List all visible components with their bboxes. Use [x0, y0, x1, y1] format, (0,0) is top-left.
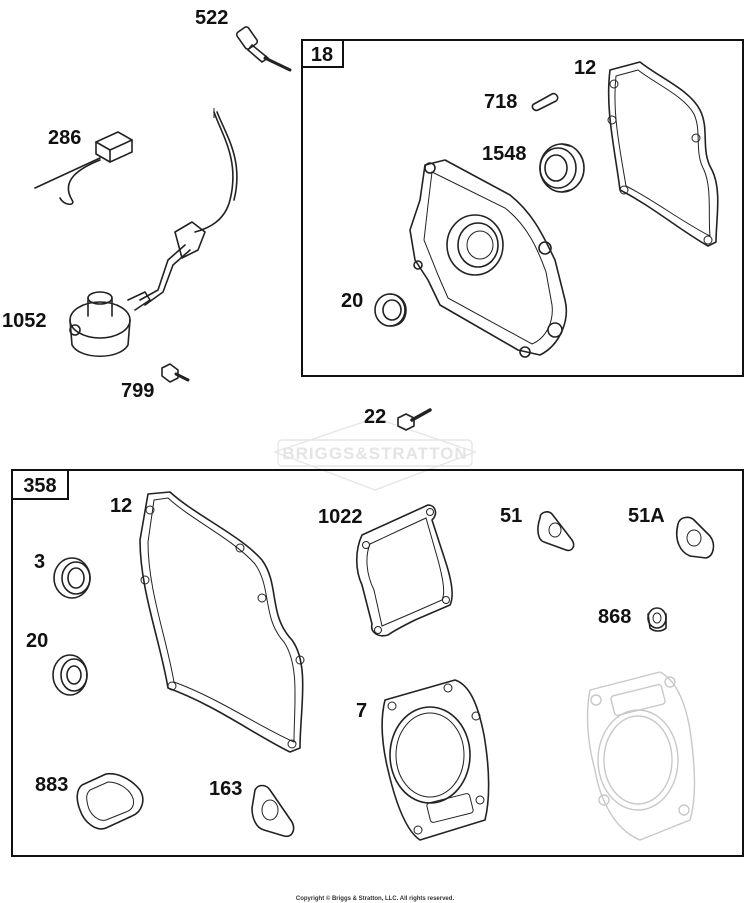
box-label-358: 358 [23, 475, 56, 497]
watermark-logo: BRIGGS&STRATTON [272, 417, 478, 491]
part-7-head-gasket [381, 679, 490, 841]
part-22-bolt [397, 408, 432, 431]
box-crankcase-cover: 18 [301, 39, 744, 377]
part-51A-gasket [675, 516, 715, 559]
copyright-text: Copyright © Briggs & Stratton, LLC. All … [296, 895, 455, 902]
label-883: 883 [35, 774, 68, 796]
part-522-plug [235, 26, 292, 72]
part-286-sensor [34, 131, 133, 206]
label-22: 22 [364, 406, 386, 428]
part-51-gasket [537, 511, 575, 552]
label-3: 3 [34, 551, 45, 573]
part-12-gasket-top [607, 61, 719, 247]
watermark-text: BRIGGS&STRATTON [282, 444, 467, 463]
label-51A: 51A [628, 505, 665, 527]
label-51: 51 [500, 505, 522, 527]
label-12-set: 12 [110, 495, 132, 517]
label-12-top: 12 [574, 57, 596, 79]
part-718-pin [531, 92, 559, 112]
label-20-set: 20 [26, 630, 48, 652]
part-163-gasket [251, 784, 295, 838]
label-163: 163 [209, 778, 242, 800]
box-label-18: 18 [311, 44, 333, 66]
part-799-screw [161, 363, 190, 383]
part-20-seal-set [52, 654, 88, 696]
label-868: 868 [598, 606, 631, 628]
part-1052-oil-sensor [69, 108, 238, 357]
part-1022-gasket [355, 504, 453, 637]
part-20-seal-top [374, 293, 407, 327]
label-799: 799 [121, 380, 154, 402]
part-ghost-head-gasket [586, 671, 696, 841]
label-522: 522 [195, 7, 228, 29]
label-1548: 1548 [482, 143, 527, 165]
part-1548-bearing [539, 143, 585, 193]
part-crankcase-cover [409, 159, 567, 358]
part-883-gasket [76, 772, 144, 830]
label-718: 718 [484, 91, 517, 113]
part-3-seal [53, 557, 91, 599]
part-12-gasket-set [139, 491, 305, 753]
part-868-valve-seal [647, 607, 667, 632]
label-1052: 1052 [2, 310, 47, 332]
label-1022: 1022 [318, 506, 363, 528]
label-7: 7 [356, 700, 367, 722]
label-20-top: 20 [341, 290, 363, 312]
box-gasket-set: 358 [11, 469, 744, 857]
label-286: 286 [48, 127, 81, 149]
